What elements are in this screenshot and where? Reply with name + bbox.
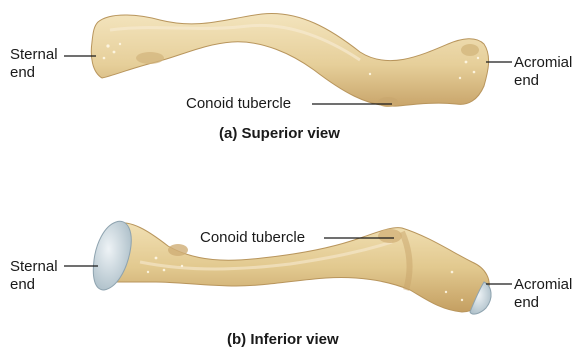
conoid-tubercle-label-a: Conoid tubercle xyxy=(186,95,291,113)
clavicle-superior-view xyxy=(91,13,488,107)
conoid-tubercle-label-b: Conoid tubercle xyxy=(200,229,305,247)
caption-b: (b) Inferior view xyxy=(227,331,339,348)
caption-a-letter: (a) xyxy=(219,125,237,142)
caption-a-text: Superior view xyxy=(242,125,340,142)
acromial-end-label-a: Acromial end xyxy=(514,54,572,90)
caption-a: (a) Superior view xyxy=(219,125,340,142)
caption-b-text: Inferior view xyxy=(250,331,338,348)
acromial-end-label-b: Acromial end xyxy=(514,276,572,312)
caption-b-letter: (b) xyxy=(227,331,246,348)
sternal-end-label-b: Sternal end xyxy=(10,258,58,294)
sternal-end-label-a: Sternal end xyxy=(10,46,58,82)
